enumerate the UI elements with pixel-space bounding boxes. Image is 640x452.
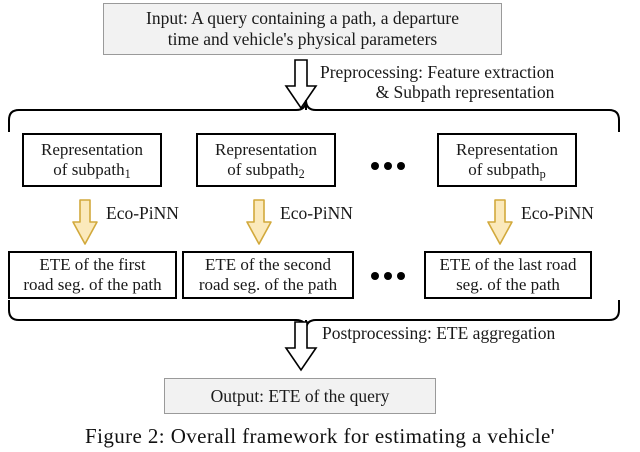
eco-pinn-arrow-3 bbox=[487, 199, 513, 246]
bottom-brace bbox=[8, 300, 620, 331]
ellipsis-ete-row bbox=[371, 272, 405, 280]
subpath-box-p-line-1: Representation bbox=[456, 139, 558, 159]
postprocessing-label: Postprocessing: ETE aggregation bbox=[322, 323, 556, 343]
eco-pinn-label-3: Eco-PiNN bbox=[521, 203, 594, 223]
subpath-box-2-line-2: of subpath2 bbox=[227, 160, 305, 182]
ete-box-first-line-1: ETE of the first bbox=[39, 254, 146, 274]
eco-pinn-label-1: Eco-PiNN bbox=[106, 203, 179, 223]
ete-box-second-line-1: ETE of the second bbox=[204, 254, 332, 274]
preprocessing-label-line-2: & Subpath representation bbox=[375, 82, 555, 103]
eco-pinn-arrow-2 bbox=[246, 199, 272, 246]
subpath-box-2: Representation of subpath2 bbox=[196, 133, 336, 187]
figure-caption: Figure 2: Overall framework for estimati… bbox=[85, 424, 555, 448]
ete-box-last-line-2: seg. of the path bbox=[456, 275, 560, 294]
ete-box-second-line-2: road seg. of the path bbox=[198, 275, 338, 294]
subpath-box-1-line-2: of subpath1 bbox=[53, 160, 131, 182]
output-box: Output: ETE of the query bbox=[164, 378, 436, 414]
output-box-line-1: Output: ETE of the query bbox=[210, 385, 390, 406]
input-box: Input: A query containing a path, a depa… bbox=[103, 3, 502, 55]
ellipsis-subpath-row bbox=[371, 162, 405, 170]
eco-pinn-label-2: Eco-PiNN bbox=[280, 203, 353, 223]
ete-box-last-line-1: ETE of the last road bbox=[439, 254, 577, 274]
subpath-box-2-line-1: Representation bbox=[215, 139, 317, 159]
postprocessing-arrow bbox=[284, 321, 318, 372]
subpath-box-1: Representation of subpath1 bbox=[22, 133, 162, 187]
input-box-line-2: time and vehicle's physical parameters bbox=[167, 29, 438, 49]
subpath-box-p-line-2: of subpathp bbox=[468, 160, 546, 182]
eco-pinn-arrow-1 bbox=[72, 199, 98, 246]
top-brace bbox=[8, 99, 620, 132]
preprocessing-label: Preprocessing: Feature extraction & Subp… bbox=[320, 62, 610, 102]
subpath-box-1-line-1: Representation bbox=[41, 139, 143, 159]
ete-box-last: ETE of the last road seg. of the path bbox=[424, 251, 592, 299]
ete-box-second: ETE of the second road seg. of the path bbox=[182, 251, 354, 299]
preprocessing-label-line-1: Preprocessing: Feature extraction bbox=[320, 62, 555, 82]
input-box-line-1: Input: A query containing a path, a depa… bbox=[146, 8, 459, 29]
ete-box-first: ETE of the first road seg. of the path bbox=[8, 251, 177, 299]
ete-box-first-line-2: road seg. of the path bbox=[23, 275, 162, 294]
subpath-box-p: Representation of subpathp bbox=[437, 133, 577, 187]
preprocessing-arrow bbox=[284, 59, 318, 110]
